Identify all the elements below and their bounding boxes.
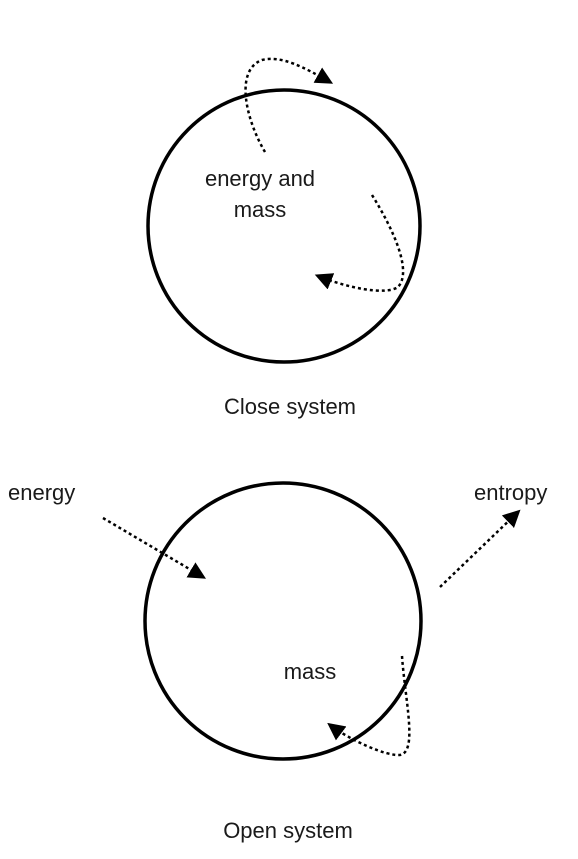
open-system-mass-cycle-arrow — [327, 655, 411, 757]
closed-system-boundary — [146, 88, 422, 364]
entropy-label: entropy — [474, 480, 548, 505]
energy-label: energy — [8, 480, 76, 505]
entropy-outflow-arrow — [439, 509, 521, 588]
energy-inflow-arrow — [102, 516, 207, 579]
open-system-caption: Open system — [223, 818, 353, 843]
closed-system-cycle-arrow-bottom — [314, 194, 405, 292]
open-system-boundary — [143, 481, 423, 761]
closed-system-caption: Close system — [223, 394, 357, 419]
closed-system-inner-label-line1: energy and — [204, 166, 316, 191]
open-system-mass-label: mass — [283, 659, 337, 684]
closed-system-cycle-arrow-top — [244, 57, 334, 153]
closed-system-inner-label-line2: mass — [233, 197, 287, 222]
